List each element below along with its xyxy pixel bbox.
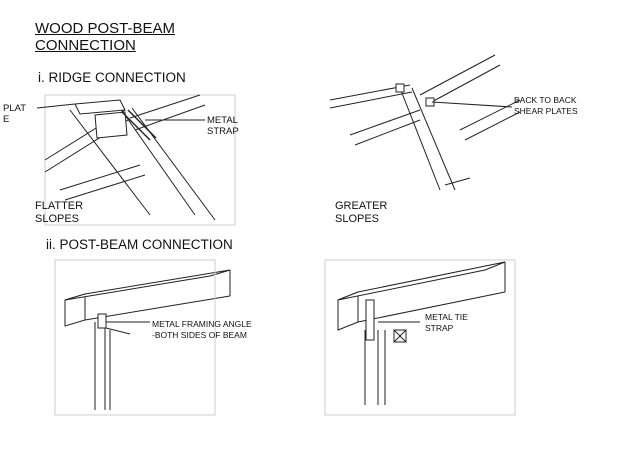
tie-strap-label-line-1: METAL TIE (425, 312, 468, 322)
tie-strap-label: METAL TIE STRAP (425, 312, 468, 335)
post-beam-angle-sketch (54, 259, 231, 416)
post-beam-tie-sketch (324, 259, 516, 416)
shear-plates-label-line-2: SHEAR PLATES (514, 106, 578, 117)
plate-label: PLAT E (3, 103, 27, 126)
greater-slopes-label-line-2: SLOPES (335, 212, 380, 225)
framing-angle-label-line-2: -BOTH SIDES OF BEAM (152, 330, 247, 341)
tie-strap-label-line-2: STRAP (425, 323, 454, 334)
title-line-1: WOOD POST-BEAM (35, 20, 176, 37)
greater-slopes-label: GREATER SLOPES (335, 200, 387, 225)
shear-plates-label: BACK TO BACK SHEAR PLATES (514, 95, 578, 118)
framing-angle-label: METAL FRAMING ANGLE -BOTH SIDES OF BEAM (152, 319, 252, 342)
flatter-slopes-label: FLATTER SLOPES (35, 200, 83, 225)
flatter-slopes-label-line-2: SLOPES (35, 212, 80, 225)
plate-label-line-1: PLAT (3, 103, 27, 114)
title-line-2: CONNECTION (35, 37, 136, 55)
metal-strap-label: METAL STRAP (207, 115, 239, 138)
flatter-slopes-label-line-1: FLATTER (35, 200, 84, 212)
metal-strap-label-line-1: METAL (207, 115, 238, 126)
ridge-greater-sketch (329, 54, 521, 191)
ridge-connection-heading: i. RIDGE CONNECTION (38, 70, 186, 85)
shear-plates-leader (431, 101, 513, 108)
metal-strap-label-line-2: STRAP (207, 125, 239, 137)
greater-slopes-label-line-1: GREATER (335, 200, 388, 212)
plate-label-line-2: E (3, 113, 10, 125)
plate-leader (36, 103, 76, 109)
ridge-flatter-sketch (44, 94, 236, 226)
page-title: WOOD POST-BEAM CONNECTION (35, 20, 175, 55)
post-beam-connection-heading: ii. POST-BEAM CONNECTION (46, 237, 233, 252)
shear-plates-label-line-1: BACK TO BACK (514, 95, 577, 105)
framing-angle-label-line-1: METAL FRAMING ANGLE (152, 319, 252, 329)
